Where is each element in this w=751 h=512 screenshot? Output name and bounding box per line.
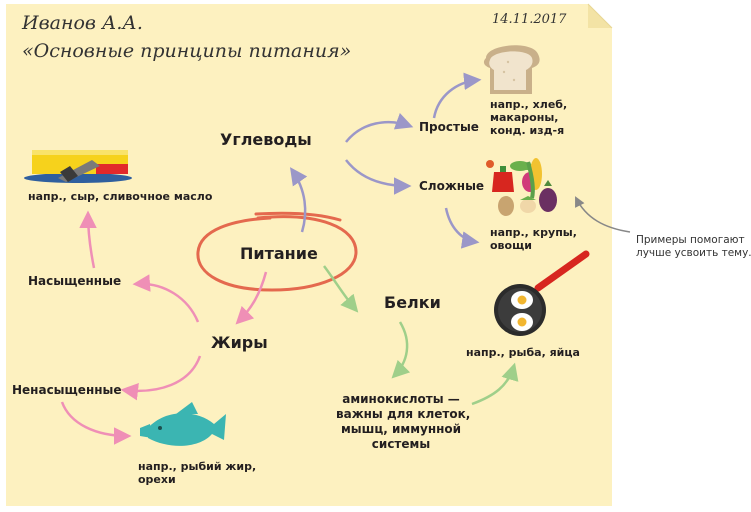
arrow-fats-to-unsaturated [120, 355, 202, 401]
simple-carbs-label: Простые [419, 120, 479, 134]
vegetables-icon [486, 158, 557, 216]
center-topic: Питание [240, 244, 318, 263]
arrow-fats-to-saturated [132, 274, 200, 323]
carbs-arrows [289, 72, 482, 249]
bread-icon [483, 45, 540, 94]
arrow-center-to-fats [235, 271, 268, 325]
complex-carbs-examples: напр., крупы, овощи [490, 226, 577, 252]
arrow-saturated-to-butter [79, 210, 97, 269]
proteins-label: Белки [384, 293, 441, 312]
unsaturated-fats-examples: напр., рыбий жир, орехи [138, 460, 257, 486]
saturated-fats-label: Насыщенные [28, 274, 122, 288]
fats-label: Жиры [211, 333, 268, 352]
frying-pan-eggs-icon [494, 250, 590, 336]
arrow-center-to-proteins [322, 265, 359, 313]
proteins-detail: аминокислоты — важны для клеток, мышц, и… [336, 392, 471, 451]
proteins-examples: напр., рыба, яйца [466, 346, 580, 359]
carbs-label: Углеводы [220, 130, 312, 149]
author-name: Иванов А.А. [22, 12, 143, 34]
butter-icon [24, 150, 132, 183]
arrow-simple-to-bread [432, 72, 482, 119]
arrow-carbs-to-complex [345, 159, 412, 195]
arrow-unsaturated-to-fish [60, 401, 132, 445]
unsaturated-fats-label: Ненасыщенные [12, 383, 122, 397]
arrow-detail-to-pan [471, 362, 519, 406]
center-ellipse [196, 211, 358, 292]
paper-sheet [6, 3, 613, 506]
sheet-title: «Основные принципы питания» [22, 40, 352, 62]
arrow-proteins-to-detail [391, 321, 411, 379]
sheet-date: 14.11.2017 [492, 12, 567, 27]
proteins-arrows [322, 265, 519, 406]
fats-arrows [60, 210, 268, 445]
fish-icon [140, 402, 226, 446]
saturated-fats-examples: напр., сыр, сливочное масло [28, 190, 213, 203]
side-note: Примеры помогают лучше усвоить тему. [636, 234, 751, 259]
arrow-note [575, 196, 631, 233]
simple-carbs-examples: напр., хлеб, макароны, конд. изд-я [490, 98, 568, 137]
arrow-center-to-carbs [289, 167, 308, 233]
arrow-carbs-to-simple [345, 112, 414, 143]
complex-carbs-label: Сложные [419, 179, 485, 193]
arrow-complex-to-examples [444, 207, 480, 249]
